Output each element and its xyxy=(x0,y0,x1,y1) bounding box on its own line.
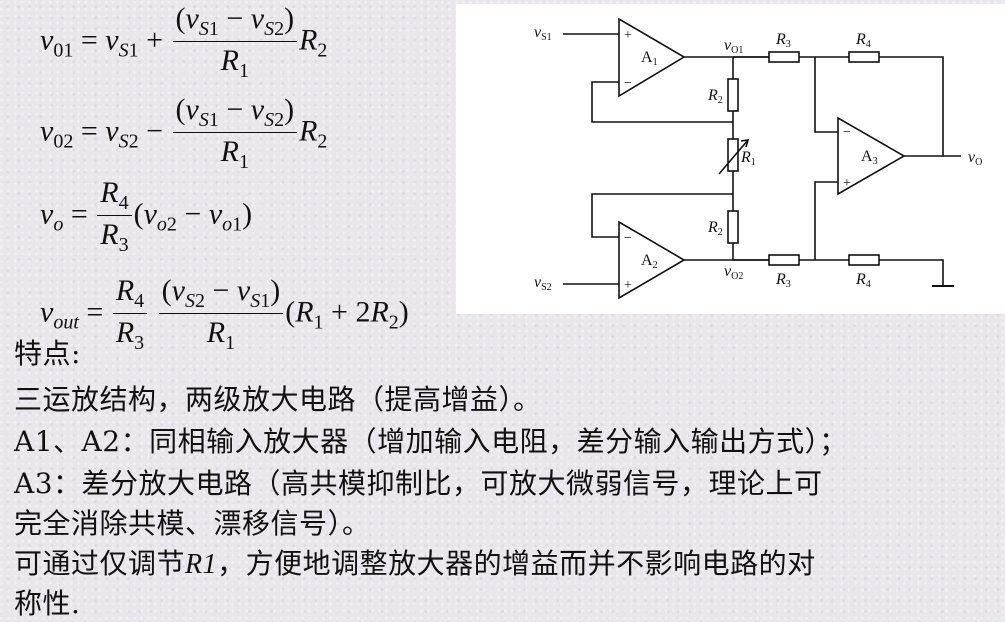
label-r4-bottom: R4 xyxy=(855,271,871,290)
opamp-a3 xyxy=(837,116,906,196)
opamp-a1 xyxy=(618,17,686,98)
feature-line-5-prefix: 可通过仅调节 xyxy=(14,547,186,580)
resistor-r2-bottom xyxy=(727,210,739,244)
feature-line-4: 完全消除共模、漂移信号）。 xyxy=(14,507,371,540)
opamp-a2 xyxy=(618,220,686,300)
label-vs1: vS1 xyxy=(534,24,552,43)
label-a3: A3 xyxy=(861,148,878,167)
feature-line-6: 称性. xyxy=(14,587,81,620)
label-vo1: vO1 xyxy=(724,37,743,56)
feature-line-2: A1、A2：同相输入放大器（增加输入电阻，差分输入输出方式）； xyxy=(14,425,848,458)
label-r1: R1 xyxy=(740,149,756,168)
feature-line-5: 可通过仅调节R1，方便地调整放大器的增益而并不影响电路的对 xyxy=(14,550,816,579)
feature-line-5-suffix: ，方便地调整放大器的增益而并不影响电路的对 xyxy=(217,547,816,580)
label-r3-top: R3 xyxy=(775,31,791,50)
svg-text:+: + xyxy=(843,176,851,191)
label-r4-top: R4 xyxy=(855,31,871,50)
label-r2-bottom: R2 xyxy=(707,219,723,238)
label-vo: vO xyxy=(968,149,982,168)
label-r3-bottom: R3 xyxy=(775,271,791,290)
instrumentation-amplifier-circuit: + − − + − + vS1 vS2 vO1 vO2 vO A1 A2 A3 … xyxy=(456,4,1005,314)
heading-features: 特点: xyxy=(14,337,81,370)
resistor-r1 xyxy=(727,138,739,172)
label-vs2: vS2 xyxy=(534,274,552,293)
svg-text:+: + xyxy=(624,278,632,293)
resistor-r3-bottom xyxy=(768,254,800,266)
label-a1: A1 xyxy=(641,49,658,68)
resistor-r4-bottom xyxy=(848,254,880,266)
feature-line-3: A3：差分放大电路（高共模抑制比，可放大微弱信号，理论上可 xyxy=(14,467,823,500)
label-vo2: vO2 xyxy=(724,263,743,282)
resistor-r3-top xyxy=(768,51,800,63)
label-r2-top: R2 xyxy=(707,87,723,106)
svg-text:−: − xyxy=(624,76,632,91)
variable-r1: R1 xyxy=(185,549,218,580)
resistor-r4-top xyxy=(848,51,880,63)
resistor-r2-top xyxy=(727,78,739,112)
feature-line-1: 三运放结构，两级放大电路（提高增益）。 xyxy=(14,383,542,416)
svg-text:+: + xyxy=(624,28,632,43)
label-a2: A2 xyxy=(641,252,658,271)
svg-text:−: − xyxy=(624,231,632,246)
svg-text:−: − xyxy=(843,125,851,140)
